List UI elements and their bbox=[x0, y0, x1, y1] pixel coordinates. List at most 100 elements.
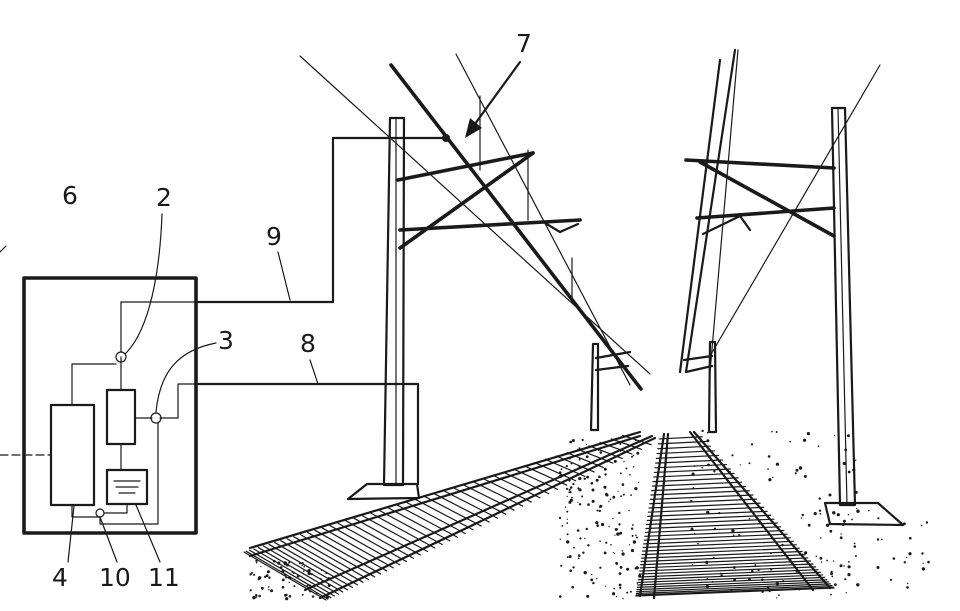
ballast-stone bbox=[592, 581, 595, 585]
ballast-stone bbox=[621, 552, 625, 556]
label-7: 7 bbox=[516, 29, 532, 58]
ballast-stone bbox=[848, 561, 850, 563]
ballast-stone bbox=[613, 587, 615, 590]
ballast-stone bbox=[568, 555, 572, 559]
ballast-stone bbox=[906, 556, 908, 559]
ballast-stone bbox=[842, 461, 846, 466]
ballast-stone bbox=[690, 499, 693, 503]
ballast-stone bbox=[750, 443, 754, 446]
ballast-stone bbox=[628, 544, 631, 546]
sleeper bbox=[652, 477, 739, 483]
ballast-stone bbox=[616, 532, 620, 536]
right-mast bbox=[684, 106, 905, 527]
ballast-stone bbox=[261, 586, 264, 590]
ballast-stone bbox=[619, 531, 623, 535]
sleeper bbox=[274, 541, 353, 589]
sleeper bbox=[636, 579, 828, 589]
sleeper bbox=[645, 518, 775, 526]
sleeper bbox=[345, 520, 414, 559]
ballast-stone bbox=[579, 537, 582, 540]
ballast-stone bbox=[578, 458, 581, 461]
ballast-stone bbox=[847, 573, 851, 577]
ballast-stone bbox=[270, 589, 274, 593]
ballast-stone bbox=[830, 570, 833, 573]
ballast-stone bbox=[598, 475, 601, 479]
ballast-stone bbox=[569, 490, 572, 494]
ballast-stone bbox=[265, 574, 269, 578]
ballast-stone bbox=[772, 476, 774, 479]
ballast-stone bbox=[596, 577, 598, 580]
ballast-stone bbox=[855, 491, 858, 494]
ballast-stone bbox=[909, 536, 912, 540]
ballast-stone bbox=[583, 477, 586, 480]
ballast-stone bbox=[605, 585, 607, 587]
ballast-stone bbox=[804, 551, 808, 555]
ballast-stone bbox=[630, 527, 634, 530]
ballast-stone bbox=[856, 507, 858, 510]
line-9 bbox=[194, 136, 447, 304]
ballast-stone bbox=[818, 509, 822, 512]
arrow-7-shaft bbox=[470, 60, 522, 130]
ballast-stone bbox=[706, 510, 710, 514]
ballast-stone bbox=[730, 589, 733, 591]
ballast-stone bbox=[847, 513, 850, 516]
ballast-stone bbox=[819, 512, 822, 515]
ballast-stone bbox=[617, 455, 620, 458]
ballast-stone bbox=[692, 564, 694, 566]
ballast-stone bbox=[595, 521, 599, 525]
ballast-stone bbox=[613, 459, 617, 463]
sleeper bbox=[405, 501, 466, 535]
ballast-stone bbox=[595, 478, 599, 482]
ballast-stone bbox=[604, 485, 607, 488]
ballast-stone bbox=[841, 523, 845, 526]
line-8 bbox=[194, 382, 420, 486]
ballast-stone bbox=[705, 585, 710, 589]
ballast-stone bbox=[560, 564, 563, 567]
ballast-stone bbox=[630, 494, 632, 496]
ballast-stone bbox=[255, 559, 258, 562]
ballast-stone bbox=[761, 578, 764, 582]
ballast-stone bbox=[834, 583, 837, 586]
ballast-stone bbox=[585, 527, 588, 531]
sleeper bbox=[249, 549, 332, 599]
ballast-stone bbox=[767, 455, 771, 458]
ballast-stone bbox=[705, 560, 709, 565]
sleeper bbox=[641, 550, 803, 559]
left-track bbox=[243, 430, 657, 601]
sleeper bbox=[299, 534, 376, 578]
ballast-stone bbox=[325, 571, 328, 575]
ballast-stone bbox=[283, 561, 287, 565]
arrow-7-head bbox=[465, 118, 482, 138]
ballast-stone bbox=[852, 504, 855, 507]
ballast-stone bbox=[733, 578, 736, 581]
ballast-stone bbox=[620, 495, 622, 498]
ballast-stone bbox=[288, 595, 292, 598]
ballast-stone bbox=[721, 482, 723, 484]
ballast-stone bbox=[728, 470, 731, 473]
ballast-stone bbox=[307, 571, 311, 576]
ballast-stone bbox=[605, 459, 609, 463]
ballast-stone bbox=[832, 511, 836, 515]
ballast-stone bbox=[692, 487, 695, 489]
label-10: 10 bbox=[99, 563, 131, 592]
sleeper bbox=[655, 454, 720, 459]
leader-11 bbox=[135, 504, 161, 563]
ballast-stone bbox=[605, 541, 608, 544]
ballast-stone bbox=[636, 582, 639, 584]
sleeper bbox=[293, 536, 370, 581]
ballast-stone bbox=[820, 537, 822, 539]
sleeper bbox=[555, 455, 595, 473]
ballast-stone bbox=[706, 439, 710, 443]
ballast-stone bbox=[761, 590, 764, 593]
ballast-stone bbox=[707, 463, 710, 467]
ballast-stone bbox=[263, 575, 267, 578]
label-9: 9 bbox=[266, 222, 282, 251]
ballast-stone bbox=[889, 578, 893, 581]
ballast-stone bbox=[591, 488, 595, 492]
ballast-stone bbox=[782, 580, 785, 583]
ballast-stone bbox=[767, 468, 769, 470]
ballast-stone bbox=[631, 524, 634, 526]
ballast-stone bbox=[748, 517, 751, 520]
ballast-stone bbox=[757, 568, 760, 572]
ballast-stone bbox=[770, 568, 773, 571]
